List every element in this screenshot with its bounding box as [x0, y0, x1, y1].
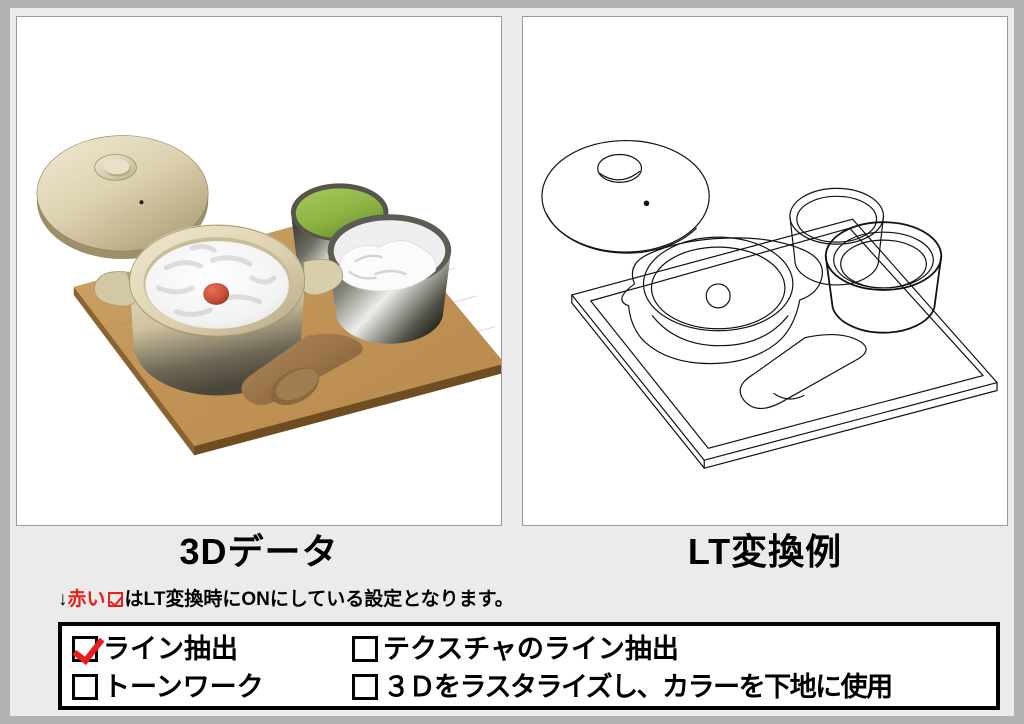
checkbox-rasterize-3d[interactable] [352, 674, 378, 700]
tea-cup-outline [789, 187, 885, 286]
option-row[interactable]: トーンワーク [72, 668, 342, 706]
checkbox-line-extraction[interactable] [72, 636, 98, 662]
clay-pot-outline [621, 236, 823, 365]
down-arrow-icon: ↓ [58, 589, 68, 610]
option-row[interactable]: テクスチャのライン抽出 [352, 630, 992, 668]
clay-pot [94, 224, 344, 396]
checked-checkbox-icon [107, 592, 123, 607]
panel-3d-data[interactable] [16, 16, 502, 526]
option-label: ライン抽出 [103, 634, 238, 664]
pot-lid [36, 135, 209, 260]
rice-bowl [327, 214, 452, 344]
render-3d-image [17, 17, 501, 525]
caption-lt-conversion: LT変換例 [687, 531, 843, 572]
option-row[interactable]: ３Ｄをラスタライズし、カラーを下地に使用 [352, 668, 992, 706]
spoon-outline [739, 333, 867, 410]
panel-row [16, 16, 1008, 528]
wooden-spoon [241, 333, 363, 406]
lid-outline [541, 139, 710, 254]
checkbox-tone-work[interactable] [72, 674, 98, 700]
render-lineart-image [523, 17, 1007, 525]
note-line: ↓赤いはLT変換時にONにしている設定となります。 [58, 586, 514, 614]
caption-3d-data: 3Dデータ [179, 531, 339, 572]
panel-lt-conversion[interactable] [522, 16, 1008, 526]
note-red-text: 赤い [67, 589, 106, 610]
options-right-column: テクスチャのライン抽出 ３Ｄをラスタライズし、カラーを下地に使用 [352, 630, 992, 706]
slide-canvas: 3Dデータ LT変換例 ↓赤いはLT変換時にONにしている設定となります。 ライ… [10, 8, 1014, 716]
note-rest-text: はLT変換時にONにしている設定となります。 [124, 589, 514, 610]
panel-captions: 3Dデータ LT変換例 [16, 530, 1008, 578]
options-left-column: ライン抽出 トーンワーク [72, 630, 342, 706]
umeboshi [203, 282, 230, 305]
options-panel: ライン抽出 トーンワーク テクスチャのライン抽出 ３Ｄをラスタライズし、カラーを… [58, 622, 1000, 710]
option-label: トーンワーク [103, 672, 264, 702]
option-label: テクスチャのライン抽出 [383, 634, 679, 664]
option-label: ３Ｄをラスタライズし、カラーを下地に使用 [383, 672, 893, 702]
rice-bowl-outline [824, 221, 943, 334]
checkbox-texture-line-extraction[interactable] [352, 636, 378, 662]
option-row[interactable]: ライン抽出 [72, 630, 342, 668]
